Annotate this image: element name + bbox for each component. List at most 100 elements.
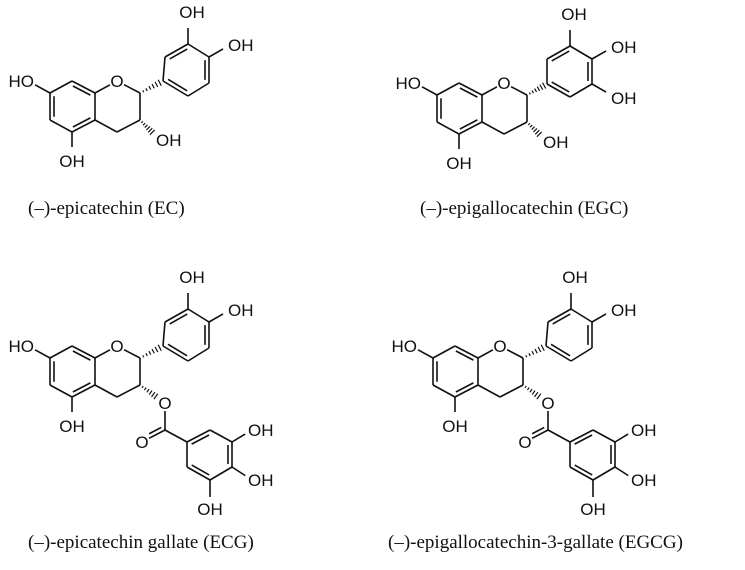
- double-bond: [169, 48, 188, 60]
- double-bond: [72, 382, 91, 393]
- atom-label: OH: [248, 471, 274, 490]
- bond: [547, 429, 571, 443]
- bond: [591, 313, 607, 323]
- bond: [71, 119, 96, 133]
- bond: [454, 345, 479, 359]
- hashed-wedge-bond: [537, 346, 542, 353]
- bond: [187, 82, 210, 97]
- bond: [481, 121, 505, 135]
- atom-label: OH: [562, 268, 588, 287]
- atom-label: OH: [580, 500, 606, 519]
- hashed-wedge-bond: [539, 84, 544, 90]
- bond: [417, 349, 434, 359]
- bond: [436, 121, 460, 135]
- bond: [506, 348, 524, 359]
- atom-label: O: [493, 337, 506, 356]
- bond: [164, 308, 189, 323]
- bonds: [421, 30, 607, 149]
- bond: [546, 45, 571, 60]
- hashed-wedge-bond: [534, 88, 538, 93]
- hashed-wedge-bond: [529, 124, 533, 128]
- atom-label: OH: [561, 5, 587, 24]
- bond: [49, 345, 73, 359]
- hashed-wedge-bond: [524, 385, 527, 389]
- double-bond: [455, 350, 474, 361]
- atom-label: OH: [59, 417, 85, 436]
- atom-label: O: [497, 74, 510, 93]
- bond: [162, 56, 166, 82]
- bond: [71, 80, 96, 94]
- hashed-wedge-bond: [149, 129, 156, 136]
- hashed-wedge-bond: [534, 348, 538, 354]
- bond: [569, 429, 594, 443]
- atom-label: OH: [442, 417, 468, 436]
- hashed-wedge-bond: [151, 83, 155, 89]
- atom-label: O: [110, 337, 123, 356]
- atom-label: OH: [543, 133, 569, 152]
- hashed-wedge-bond: [526, 387, 530, 391]
- hashed-wedge-bond: [153, 393, 159, 400]
- bond: [591, 83, 607, 93]
- hashed-wedge-bond: [151, 391, 156, 398]
- hashed-wedge-bond: [148, 350, 152, 355]
- caption-ec: (–)-epicatechin (EC): [28, 198, 185, 219]
- hashed-wedge-bond: [531, 390, 536, 395]
- atom-label: OH: [611, 301, 637, 320]
- atom-label: OH: [228, 36, 254, 55]
- hashed-wedge-bond: [536, 131, 543, 138]
- bond: [186, 429, 211, 443]
- bond: [49, 119, 73, 133]
- bond: [432, 384, 456, 398]
- hashed-wedge-bond: [542, 82, 547, 89]
- hashed-wedge-bond: [533, 128, 538, 133]
- hashed-wedge-bond: [148, 85, 152, 90]
- bond: [547, 308, 572, 323]
- double-bond: [72, 85, 91, 96]
- bond: [116, 384, 141, 398]
- caption-egcg: (–)-epigallocatechin-3-gallate (EGCG): [388, 532, 683, 553]
- bond: [123, 348, 141, 359]
- hashed-wedge-bond: [531, 350, 535, 355]
- double-bond: [459, 119, 478, 130]
- hashed-wedge-bond: [157, 79, 162, 86]
- bond: [570, 347, 593, 362]
- bond: [123, 83, 141, 94]
- hashed-wedge-bond: [151, 348, 155, 354]
- hashed-wedge-bond: [534, 129, 540, 135]
- hashed-wedge-bond: [527, 122, 531, 126]
- double-bond: [148, 426, 162, 435]
- double-bond: [72, 117, 91, 128]
- atom-label: HO: [392, 337, 418, 356]
- bond: [164, 429, 188, 443]
- bond: [164, 43, 189, 58]
- atom-label: O: [135, 433, 148, 452]
- hashed-wedge-bond: [528, 92, 531, 95]
- bond: [545, 345, 572, 362]
- bond: [614, 433, 629, 443]
- double-bond: [455, 382, 474, 393]
- hashed-wedge-bond: [146, 126, 151, 131]
- hashed-wedge-bond: [536, 86, 541, 92]
- bond: [454, 384, 479, 398]
- atom-label: OH: [248, 421, 274, 440]
- atom-label: OH: [611, 38, 637, 57]
- atom-label: OH: [631, 471, 657, 490]
- double-bond: [551, 50, 570, 62]
- bond: [148, 429, 166, 440]
- bonds: [34, 293, 246, 497]
- atom-label: O: [158, 394, 171, 413]
- bonds: [34, 28, 224, 147]
- hashed-wedge-bond: [525, 355, 528, 358]
- bond: [477, 349, 494, 359]
- double-bond: [167, 78, 188, 92]
- bond: [591, 50, 607, 60]
- bond: [569, 466, 594, 481]
